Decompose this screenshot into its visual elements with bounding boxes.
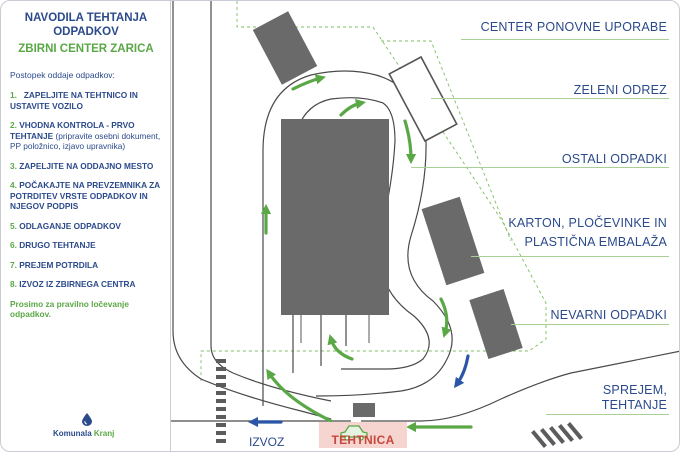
label-reuse-center: CENTER PONOVNE UPORABE (480, 20, 667, 34)
logo-text: Komunala Kranj (53, 429, 115, 438)
site-map (171, 1, 679, 448)
arrow-icon (439, 297, 452, 338)
label-line (431, 98, 669, 99)
building-hazardous (469, 288, 523, 360)
sorting-note: Prosimo za pravilno ločevanje odpadkov. (10, 298, 129, 320)
label-line (511, 324, 669, 325)
arrow-icon (403, 119, 417, 165)
step-3: 3. ZAPELJITE NA ODDAJNO MESTO (10, 160, 154, 171)
label-scale: TEHTNICA (331, 433, 395, 447)
arrow-icon (453, 354, 470, 389)
step-5: 5. ODLAGANJE ODPADKOV (10, 220, 121, 231)
label-cardboard-2: PLASTIČNA EMBALAŽA (524, 235, 667, 249)
building-reuse-center (252, 11, 318, 85)
instructions-panel: NAVODILA TEHTANJA ODPADKOV ZBIRNI CENTER… (1, 1, 171, 451)
car-icon (340, 425, 368, 441)
label-line (471, 256, 669, 257)
label-reception-1: SPREJEM, (602, 383, 667, 397)
scale-booth (353, 403, 375, 417)
label-cardboard-1: KARTON, PLOČEVINKE IN (508, 216, 667, 230)
area-green-waste (388, 55, 458, 143)
label-line (411, 167, 669, 168)
label-exit: IZVOZ (249, 435, 285, 449)
step-2: 2. VHODNA KONTROLA - PRVO TEHTANJE (prip… (10, 120, 161, 151)
buildings (252, 11, 523, 360)
arrow-icon (266, 368, 333, 423)
step-8: 8. IZVOZ IZ ZBIRNEGA CENTRA (10, 279, 136, 289)
site-boundary (200, 1, 547, 381)
subtitle: ZBIRNI CENTER ZARICA (18, 43, 154, 55)
arrow-icon (339, 98, 367, 117)
arrow-icon (291, 74, 326, 91)
crosswalk-left (216, 359, 226, 443)
step-7: 7. PREJEM POTRDILA (10, 259, 99, 270)
title-line-1: NAVODILA TEHTANJA (24, 12, 148, 24)
crosswalk-right (531, 422, 583, 448)
building-cardboard (421, 196, 485, 286)
traffic-arrows-blue (247, 354, 470, 428)
label-hazardous: NEVARNI ODPADKI (550, 308, 667, 322)
company-logo: Komunala Kranj (53, 413, 143, 449)
label-green-waste: ZELENI ODREZ (573, 83, 667, 97)
label-line (546, 414, 669, 415)
step-4: 4. POČAKAJTE NA PREVZEMNIKA ZA POTRDITEV… (10, 180, 160, 211)
title-line-2: ODPADKOV (53, 26, 119, 38)
traffic-arrows-green (260, 74, 473, 433)
arrow-icon (327, 334, 354, 361)
label-other-waste: OSTALI ODPADKI (561, 152, 667, 166)
label-line (461, 39, 669, 40)
intro-text: Postopek oddaje odpadkov: (10, 70, 115, 80)
water-drop-icon (82, 413, 92, 426)
step-1: 1. ZAPELJITE NA TEHTNICO IN USTAVITE VOZ… (10, 90, 138, 111)
step-6: 6. DRUGO TEHTANJE (10, 240, 96, 250)
building-other-waste (281, 119, 389, 315)
label-reception-2: TEHTANJE (601, 398, 667, 412)
